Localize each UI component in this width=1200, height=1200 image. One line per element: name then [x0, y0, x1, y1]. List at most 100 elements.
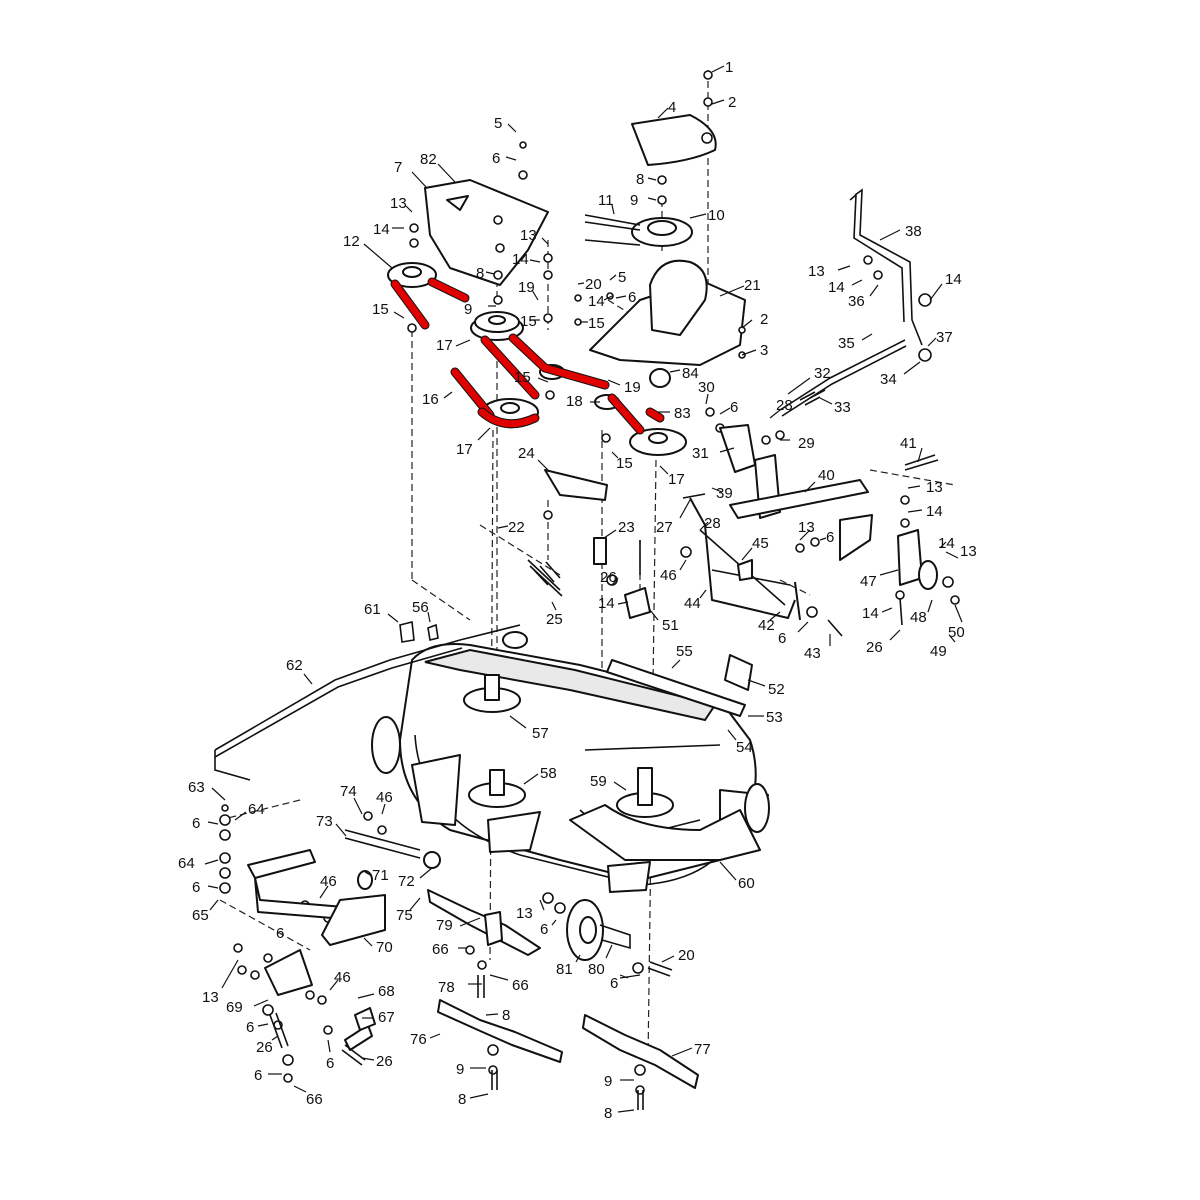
callout-66: 66 — [512, 977, 529, 994]
callout-8: 8 — [476, 265, 484, 282]
callout-46: 46 — [376, 789, 393, 806]
callout-6: 6 — [254, 1067, 262, 1084]
callout-17: 17 — [436, 337, 453, 354]
callout-58: 58 — [540, 765, 557, 782]
callout-6: 6 — [730, 399, 738, 416]
callout-74: 74 — [340, 783, 357, 800]
callout-64: 64 — [248, 801, 265, 818]
callout-36: 36 — [848, 293, 865, 310]
pulley-right-bottom — [629, 428, 687, 456]
callout-2: 2 — [728, 94, 736, 111]
callout-8: 8 — [458, 1091, 466, 1108]
callout-13: 13 — [520, 227, 537, 244]
drive-belts — [390, 277, 665, 435]
callout-17: 17 — [668, 471, 685, 488]
callout-68: 68 — [378, 983, 395, 1000]
callout-50: 50 — [948, 624, 965, 641]
blade-left — [427, 889, 541, 956]
callout-19: 19 — [624, 379, 641, 396]
callout-76: 76 — [410, 1031, 427, 1048]
callout-64: 64 — [178, 855, 195, 872]
callout-65: 65 — [192, 907, 209, 924]
blade-right — [582, 1014, 699, 1089]
callout-31: 31 — [692, 445, 709, 462]
callout-13: 13 — [798, 519, 815, 536]
callout-2: 2 — [760, 311, 768, 328]
callout-13: 13 — [516, 905, 533, 922]
callout-6: 6 — [778, 630, 786, 647]
callout-6: 6 — [540, 921, 548, 938]
callout-70: 70 — [376, 939, 393, 956]
callout-14: 14 — [926, 503, 943, 520]
callout-43: 43 — [804, 645, 821, 662]
callout-6: 6 — [492, 150, 500, 167]
deck-spindles — [463, 674, 674, 818]
callout-26: 26 — [256, 1039, 273, 1056]
callout-52: 52 — [768, 681, 785, 698]
belt-cover-right — [631, 114, 717, 166]
callout-26: 26 — [600, 569, 617, 586]
callout-20: 20 — [585, 276, 602, 293]
belt-cover-left — [424, 179, 549, 286]
baffle-strips — [569, 654, 761, 861]
callout-53: 53 — [766, 709, 783, 726]
callout-81: 81 — [556, 961, 573, 978]
callout-13: 13 — [808, 263, 825, 280]
callout-6: 6 — [276, 925, 284, 942]
lift-handle — [849, 188, 923, 346]
callout-14: 14 — [862, 605, 879, 622]
callout-69: 69 — [226, 999, 243, 1016]
callout-15: 15 — [514, 369, 531, 386]
callout-41: 41 — [900, 435, 917, 452]
pulley-double-center — [470, 311, 524, 341]
callout-28: 28 — [704, 515, 721, 532]
callout-6: 6 — [326, 1055, 334, 1072]
callout-42: 42 — [758, 617, 775, 634]
idler-shield — [589, 259, 746, 366]
callout-25: 25 — [546, 611, 563, 628]
callout-38: 38 — [905, 223, 922, 240]
lift-rod — [779, 339, 907, 417]
callout-15: 15 — [588, 315, 605, 332]
callout-14: 14 — [598, 595, 615, 612]
callout-32: 32 — [814, 365, 831, 382]
callout-15: 15 — [372, 301, 389, 318]
callout-14: 14 — [828, 279, 845, 296]
blade-center — [437, 999, 563, 1063]
callout-82: 82 — [420, 151, 437, 168]
deck-wheels — [371, 631, 770, 833]
callout-26: 26 — [376, 1053, 393, 1070]
callout-45: 45 — [752, 535, 769, 552]
anti-scalp-rod — [214, 621, 521, 781]
front-hitch-assembly — [247, 829, 441, 1051]
callout-56: 56 — [412, 599, 429, 616]
callout-80: 80 — [588, 961, 605, 978]
callout-54: 54 — [736, 739, 753, 756]
callout-14: 14 — [512, 251, 529, 268]
callout-46: 46 — [320, 873, 337, 890]
callout-48: 48 — [910, 609, 927, 626]
gauge-wheel — [566, 899, 631, 961]
callout-12: 12 — [343, 233, 360, 250]
callout-9: 9 — [630, 192, 638, 209]
callout-15: 15 — [616, 455, 633, 472]
callout-8: 8 — [604, 1105, 612, 1122]
callout-13: 13 — [926, 479, 943, 496]
callout-13: 13 — [202, 989, 219, 1006]
callout-14: 14 — [588, 293, 605, 310]
lift-bracket-assembly — [682, 424, 939, 637]
callout-9: 9 — [456, 1061, 464, 1078]
callout-19: 19 — [518, 279, 535, 296]
callout-29: 29 — [798, 435, 815, 452]
callout-78: 78 — [438, 979, 455, 996]
callout-51: 51 — [662, 617, 679, 634]
callout-55: 55 — [676, 643, 693, 660]
callout-10: 10 — [708, 207, 725, 224]
callout-61: 61 — [364, 601, 381, 618]
pulley-left-top — [387, 262, 437, 288]
callout-40: 40 — [818, 467, 835, 484]
callout-14: 14 — [938, 535, 955, 552]
blade-bolts — [269, 961, 673, 1110]
callout-28: 28 — [776, 397, 793, 414]
callout-46: 46 — [334, 969, 351, 986]
